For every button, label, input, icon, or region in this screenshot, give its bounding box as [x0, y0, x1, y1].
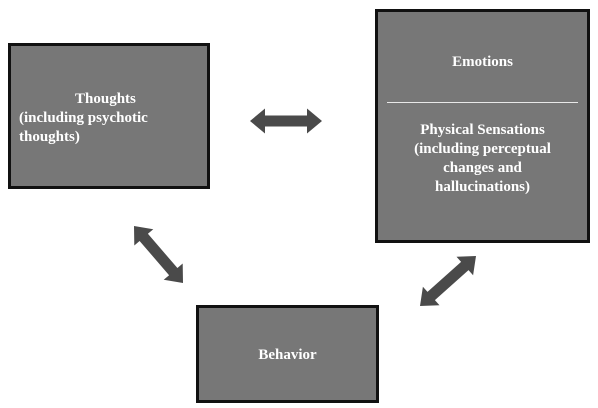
thoughts-subtitle-line1: (including psychotic [19, 110, 148, 126]
thoughts-title: Thoughts [75, 91, 136, 107]
arrow-thoughts-behavior [134, 226, 183, 283]
physical-sensations-line2: changes and [443, 160, 522, 176]
thoughts-subtitle-line2: thoughts) [19, 129, 80, 145]
emotions-divider [387, 102, 578, 103]
physical-sensations-text: Physical Sensations (including perceptua… [382, 121, 583, 197]
arrow-thoughts-emotions [250, 108, 322, 134]
thoughts-text: Thoughts (including psychotic thoughts) [19, 90, 203, 147]
behavior-box: Behavior [196, 305, 379, 403]
emotions-box: Emotions Physical Sensations (including … [375, 9, 590, 243]
arrow-emotions-behavior [420, 256, 476, 306]
physical-sensations-title: Physical Sensations [420, 122, 545, 138]
behavior-label: Behavior [258, 347, 317, 363]
emotions-title: Emotions [452, 54, 513, 70]
physical-sensations-line3: hallucinations) [434, 179, 531, 195]
physical-sensations-line1: (including perceptual [414, 141, 551, 157]
thoughts-box: Thoughts (including psychotic thoughts) [8, 43, 210, 189]
